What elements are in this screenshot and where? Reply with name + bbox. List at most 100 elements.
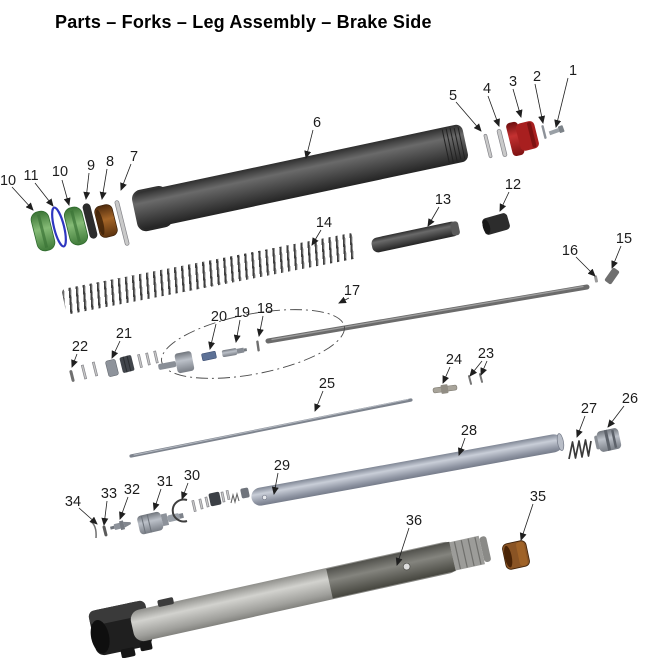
ring-body xyxy=(51,206,67,248)
leader-line-15 xyxy=(611,245,622,269)
part-number-8: 8 xyxy=(106,154,114,170)
part-number-12: 12 xyxy=(505,177,521,193)
bushing-bronze-upper xyxy=(94,204,118,238)
leader-line-29 xyxy=(271,472,279,495)
part-number-10: 10 xyxy=(0,173,16,189)
leader-line-18 xyxy=(256,315,264,337)
bolt-shaft xyxy=(548,128,560,136)
shim xyxy=(204,496,210,508)
washer-body xyxy=(483,133,493,159)
leader-line-10 xyxy=(11,186,34,211)
leg-dark-sleeve xyxy=(326,541,456,599)
washer-5 xyxy=(483,133,493,159)
part-number-20: 20 xyxy=(211,309,227,325)
tube-end xyxy=(450,221,460,236)
adjuster-cap-red xyxy=(506,121,539,157)
leader-line-2 xyxy=(534,83,546,124)
nut-slot xyxy=(603,429,612,451)
pin-body xyxy=(478,373,484,383)
leader-line-10 xyxy=(61,179,71,206)
part-number-11: 11 xyxy=(23,168,38,184)
bushing-face xyxy=(504,545,513,568)
shim xyxy=(137,354,143,368)
tip-body xyxy=(593,275,599,283)
tip-ring xyxy=(460,540,468,568)
detail-callout-ellipse xyxy=(161,309,345,379)
leader-line-7 xyxy=(120,163,132,191)
washer-body xyxy=(114,200,130,246)
leader-line-35 xyxy=(519,503,534,541)
part-number-9: 9 xyxy=(87,158,95,174)
part-number-27: 27 xyxy=(581,401,597,417)
shim xyxy=(80,364,88,380)
tube-end-face xyxy=(556,433,565,451)
shim xyxy=(225,489,231,501)
piston-cylinder xyxy=(240,487,250,499)
piston-bolt xyxy=(158,351,195,374)
fitting-nub xyxy=(243,348,248,352)
leader-line-32 xyxy=(119,496,129,520)
part-number-1: 1 xyxy=(569,63,577,79)
part-number-31: 31 xyxy=(157,474,173,490)
shim xyxy=(145,352,151,366)
nut-slot xyxy=(611,429,618,448)
lower-leg-tube-36 xyxy=(130,535,491,642)
leader-line-16 xyxy=(575,256,596,277)
shim xyxy=(198,498,204,510)
assembly-body xyxy=(137,511,164,535)
spacer-body xyxy=(105,359,119,377)
leader-line-4 xyxy=(487,95,500,127)
fitting-19 xyxy=(221,347,248,358)
push-rod-highlight xyxy=(133,399,409,456)
seal-groove xyxy=(70,210,81,243)
bushing-face xyxy=(95,209,105,236)
leader-line-14 xyxy=(311,229,322,246)
leader-line-27 xyxy=(576,415,586,438)
part-number-7: 7 xyxy=(130,149,138,165)
rod-tip-16 xyxy=(593,275,599,283)
leader-line-8 xyxy=(99,168,108,200)
pin-22 xyxy=(69,370,75,382)
part-number-13: 13 xyxy=(435,192,451,208)
tip-ring xyxy=(467,538,475,567)
shim-washers-mid xyxy=(137,350,159,368)
bolt-shaft xyxy=(158,361,177,370)
part-number-2: 2 xyxy=(533,69,541,85)
leader-line-21 xyxy=(111,340,121,359)
valve-tip xyxy=(123,521,132,528)
assembly-collar xyxy=(160,513,170,527)
thread-lines xyxy=(441,127,466,163)
part-number-24: 24 xyxy=(446,352,462,368)
nut-ridge xyxy=(126,355,132,372)
shim xyxy=(153,350,159,364)
fitting-collar xyxy=(440,384,449,394)
pin-body xyxy=(541,125,547,139)
part-number-16: 16 xyxy=(562,243,578,259)
leader-line-20 xyxy=(208,323,217,350)
damper-rod-highlight xyxy=(271,285,584,341)
page-title: Parts – Forks – Leg Assembly – Brake Sid… xyxy=(55,12,432,32)
part-number-35: 35 xyxy=(530,489,546,505)
part-number-17: 17 xyxy=(344,283,360,299)
shim xyxy=(220,491,226,503)
pinch-tab xyxy=(139,640,153,652)
part-number-23: 23 xyxy=(478,346,494,362)
oil-seal-black xyxy=(82,203,98,239)
fitting-tip xyxy=(236,347,245,354)
pin-18 xyxy=(256,340,260,352)
leader-line-24 xyxy=(442,366,451,384)
spacer-21 xyxy=(105,359,119,377)
tube-body xyxy=(371,221,459,253)
bushing-highlight xyxy=(516,541,528,566)
cap-flange xyxy=(506,121,525,157)
pin-body xyxy=(69,370,75,382)
dust-seal-green-left xyxy=(30,210,56,252)
valve-32 xyxy=(110,520,132,531)
part-number-14: 14 xyxy=(316,215,332,231)
bolt-head xyxy=(174,351,195,374)
tube-body xyxy=(251,434,563,506)
leader-line-9 xyxy=(83,172,91,200)
leader-line-22 xyxy=(71,353,78,368)
leader-line-33 xyxy=(101,500,109,526)
